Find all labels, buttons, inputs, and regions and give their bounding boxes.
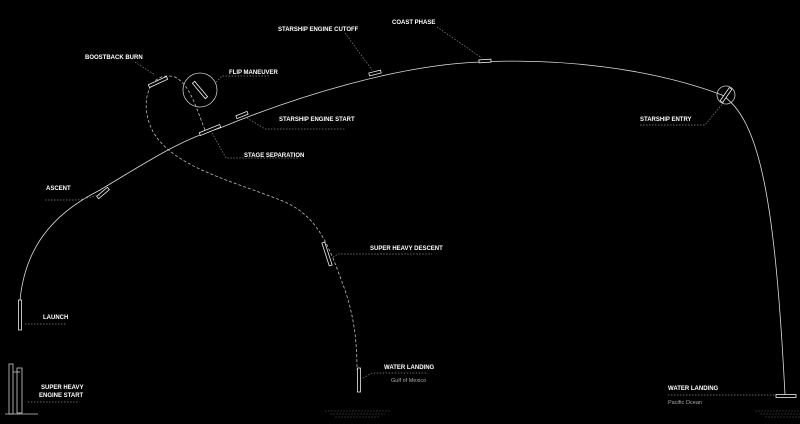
ascent-icon [96, 186, 110, 200]
label-super-heavy-engine-start-line1: SUPER HEAVY [41, 385, 84, 391]
label-super-heavy-engine-start-line2: ENGINE START [39, 393, 84, 399]
label-pacific-ocean: Pacific Ocean [668, 400, 702, 406]
label-starship-engine-start: STARSHIP ENGINE START [279, 117, 355, 123]
booster-water-landing-icon [357, 367, 361, 393]
starship-entry-icon [719, 87, 733, 103]
booster-boostback-icon [147, 75, 169, 89]
booster-flip-icon [191, 80, 209, 100]
label-ascent: ASCENT [46, 186, 71, 192]
label-starship-entry: STARSHIP ENTRY [640, 117, 692, 123]
label-boostback-burn: BOOSTBACK BURN [85, 55, 143, 61]
ocean-splash-gulf [325, 410, 390, 418]
starship-trajectory [19, 60, 786, 396]
label-coast-phase: COAST PHASE [392, 20, 435, 26]
booster-trajectory [145, 75, 358, 371]
label-starship-water-landing: WATER LANDING [668, 386, 719, 392]
stage-separation-icon [198, 123, 222, 137]
launch-rocket-icon [18, 299, 22, 331]
starship-cutoff-icon [368, 69, 382, 77]
ocean-splash-pacific [755, 410, 800, 418]
flip-maneuver-circle [182, 72, 218, 108]
label-starship-engine-cutoff: STARSHIP ENGINE CUTOFF [278, 27, 359, 33]
label-flip-maneuver: FLIP MANEUVER [229, 70, 279, 76]
label-super-heavy-descent: SUPER HEAVY DESCENT [370, 246, 443, 252]
label-gulf-of-mexico: Gulf of Mexico [391, 378, 426, 384]
starship-water-landing-icon [775, 394, 797, 398]
label-booster-water-landing: WATER LANDING [384, 365, 435, 371]
launch-tower-icon [5, 363, 38, 415]
super-heavy-descent-icon [321, 241, 333, 267]
label-stage-separation: STAGE SEPARATION [244, 153, 304, 159]
starship-engine-start-icon [235, 110, 249, 120]
entry-circle [716, 85, 736, 105]
starship-coast-icon [478, 58, 492, 64]
label-launch: LAUNCH [43, 315, 68, 321]
